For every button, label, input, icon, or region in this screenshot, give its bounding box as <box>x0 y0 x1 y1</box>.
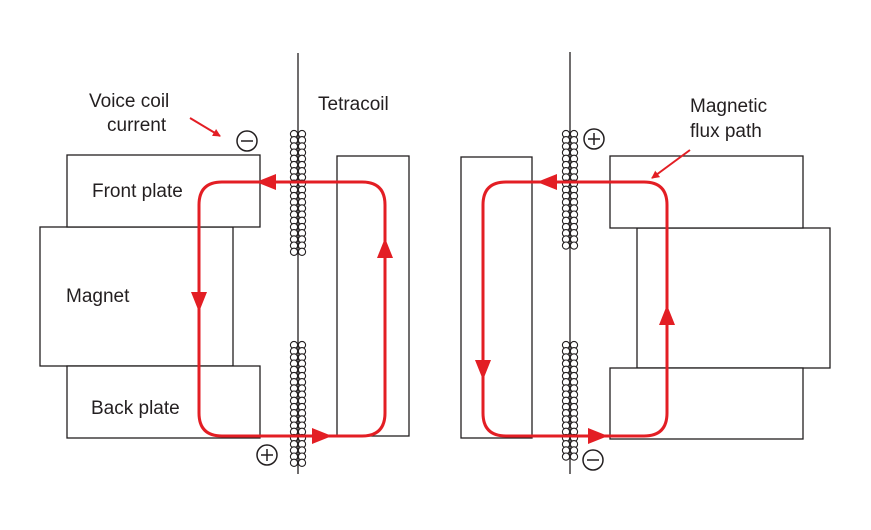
minus-sign-icon <box>236 130 258 152</box>
coil-turn <box>297 458 307 467</box>
right-back-plate <box>609 367 804 440</box>
voice-coil-label-line2: current <box>107 115 167 136</box>
left-assembly <box>39 53 410 474</box>
plus-sign-icon <box>583 128 605 150</box>
minus-sign-icon <box>582 449 604 471</box>
flux-path-pointer-arrow <box>651 149 691 179</box>
magnetic-flux-label-line2: flux path <box>690 121 762 142</box>
left-flux-arrow-bottom <box>312 428 332 444</box>
right-lower-coil-winding <box>561 340 579 461</box>
right-flux-arrow-bottom <box>588 428 608 444</box>
left-flux-arrow-left <box>191 292 207 312</box>
left-upper-coil-winding <box>289 129 307 256</box>
magnetic-flux-label-line1: Magnetic <box>690 96 767 117</box>
coil-turn <box>289 458 299 467</box>
left-front-plate <box>66 154 261 228</box>
coil-turn <box>561 241 571 250</box>
left-lower-coil-winding <box>289 340 307 467</box>
tetracoil-label: Tetracoil <box>318 94 389 115</box>
coil-turn <box>569 452 579 461</box>
right-flux-arrow-right <box>659 305 675 325</box>
left-flux-arrow-top <box>256 174 276 190</box>
coil-turn <box>561 452 571 461</box>
back-plate-label: Back plate <box>91 398 180 419</box>
coil-turn <box>289 247 299 256</box>
left-back-plate <box>66 365 261 439</box>
coil-turn <box>297 247 307 256</box>
right-flux-arrow-left <box>475 360 491 380</box>
magnet-label: Magnet <box>66 286 130 307</box>
coil-turn <box>569 241 579 250</box>
right-assembly <box>460 52 831 474</box>
left-flux-arrow-right <box>377 238 393 258</box>
voice-coil-pointer-arrow <box>189 117 221 137</box>
right-flux-loop <box>481 180 669 438</box>
front-plate-label: Front plate <box>92 181 183 202</box>
voice-coil-label-line1: Voice coil <box>89 91 169 112</box>
right-flux-arrow-top <box>537 174 557 190</box>
left-flux-loop <box>197 180 387 438</box>
plus-sign-icon <box>256 444 278 466</box>
left-pole-piece <box>336 155 410 437</box>
right-front-plate <box>609 155 804 229</box>
right-pole-piece <box>460 156 533 439</box>
